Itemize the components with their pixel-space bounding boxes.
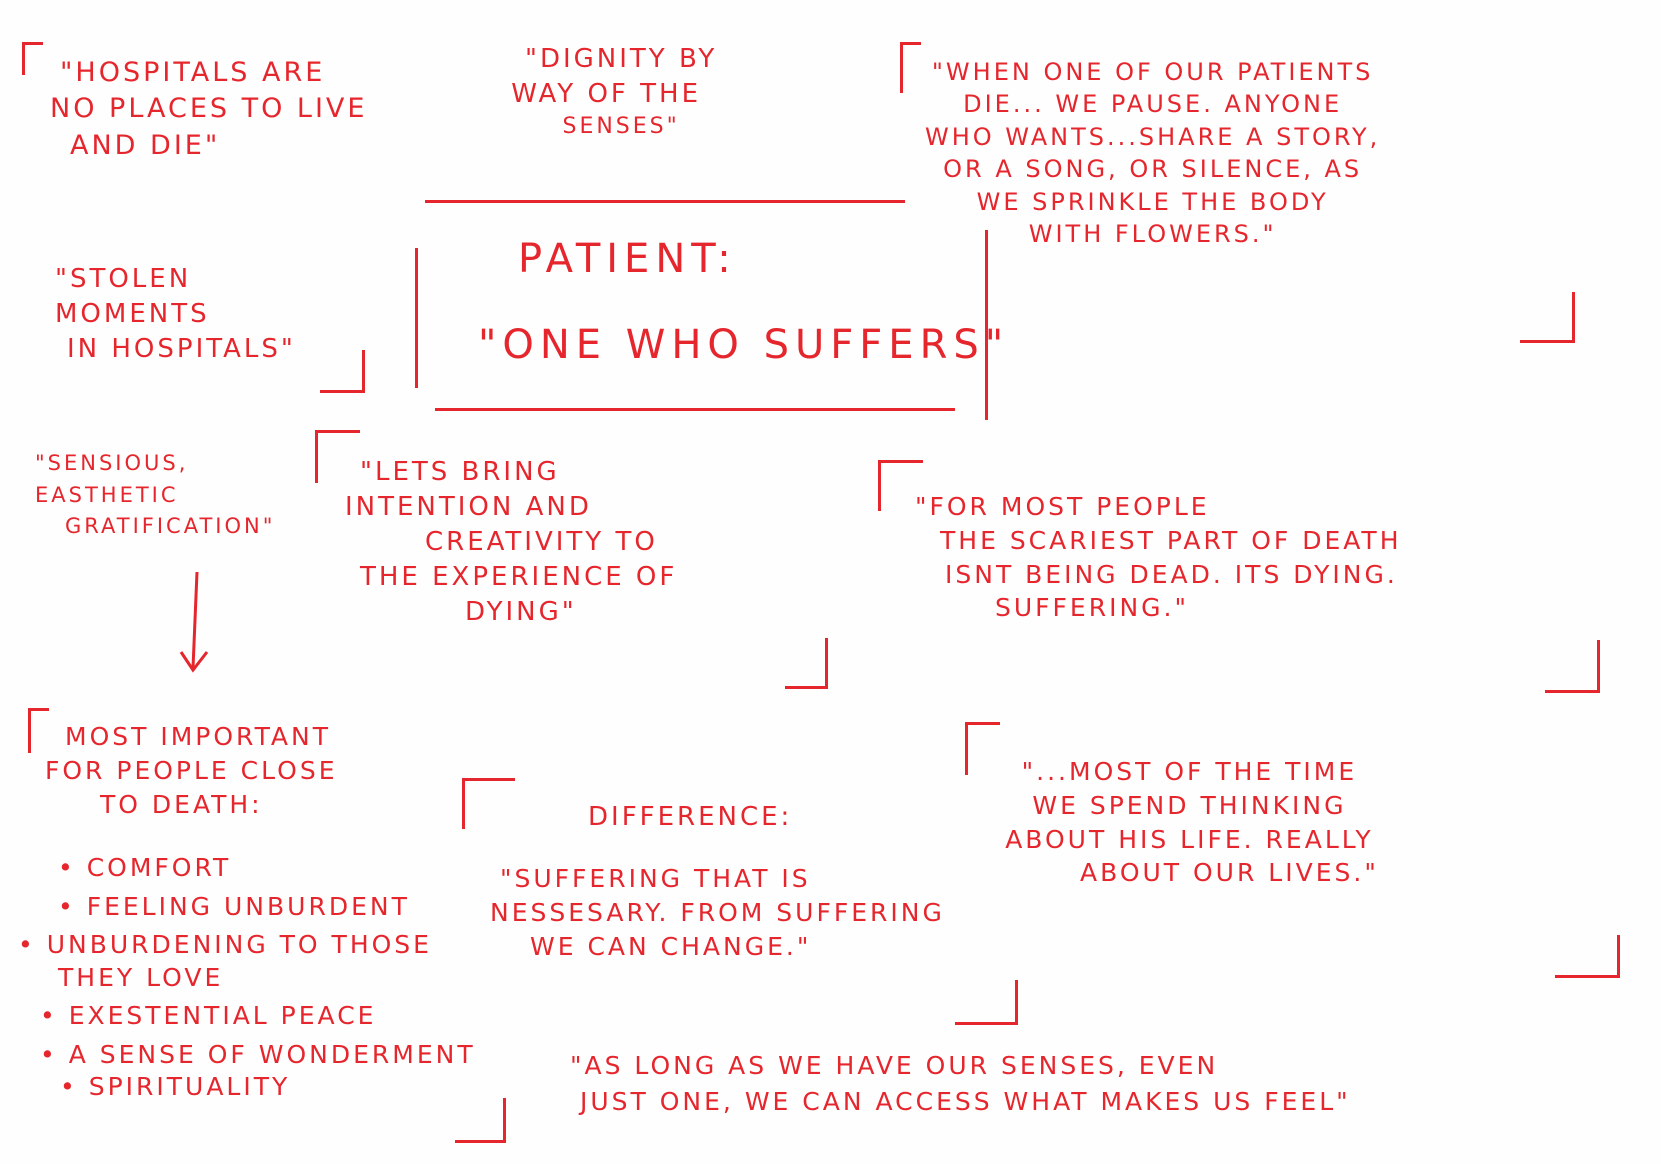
list-item-text: SPIRITUALITY — [88, 1072, 291, 1101]
corner-bracket — [785, 638, 828, 689]
list-item: • A SENSE OF WONDERMENT — [40, 1039, 476, 1069]
note-line: "STOLEN — [55, 264, 192, 294]
note-line: NO PLACES TO LIVE — [50, 93, 368, 125]
note-line: WE SPEND THINKING — [1032, 790, 1347, 820]
list-item: • SPIRITUALITY — [60, 1072, 291, 1101]
corner-bracket — [315, 430, 360, 483]
list-item-text: THEY LOVE — [58, 962, 224, 992]
note-sensious: "SENSIOUS, EASTHETIC GRATIFICATION" — [35, 448, 275, 543]
note-line: FOR PEOPLE CLOSE — [45, 755, 338, 785]
list-item: THEY LOVE — [18, 962, 476, 995]
note-line: ISNT BEING DEAD. ITS DYING. — [945, 559, 1398, 589]
note-line: NESSESARY. FROM SUFFERING — [490, 897, 945, 927]
note-line: WE SPRINKLE THE BODY — [976, 187, 1329, 216]
note-line: EASTHETIC — [35, 482, 179, 507]
needs-list: • COMFORT • FEELING UNBURDENT • UNBURDEN… — [18, 852, 476, 1104]
note-line: "...MOST OF THE TIME — [1021, 757, 1358, 786]
divider-line — [985, 230, 988, 420]
note-line: ABOUT HIS LIFE. REALLY — [1005, 824, 1374, 854]
note-line: THE EXPERIENCE OF — [360, 562, 678, 593]
corner-bracket — [22, 42, 43, 75]
note-line: WHO WANTS...SHARE A STORY, — [925, 122, 1381, 151]
arrow-down-icon — [179, 571, 209, 673]
list-item: • UNBURDENING TO THOSE — [18, 930, 432, 959]
list-item: • FEELING UNBURDENT — [58, 891, 410, 921]
note-line: DYING" — [465, 597, 577, 628]
note-line: OR A SONG, OR SILENCE, AS — [943, 155, 1363, 184]
note-lets-bring: "LETS BRING INTENTION AND CREATIVITY TO … — [345, 455, 677, 630]
note-for-most-people: "FOR MOST PEOPLE THE SCARIEST PART OF DE… — [915, 490, 1402, 625]
note-line: "FOR MOST PEOPLE — [915, 492, 1210, 521]
note-line: MOMENTS — [55, 299, 210, 330]
list-item-text: COMFORT — [86, 853, 232, 882]
note-line: WAY OF THE — [511, 79, 701, 110]
corner-bracket — [1555, 935, 1620, 978]
note-line: CREATIVITY TO — [425, 527, 658, 558]
note-line: ABOUT OUR LIVES." — [1080, 858, 1379, 888]
note-line: JUST ONE, WE CAN ACCESS WHAT MAKES US FE… — [580, 1087, 1351, 1117]
note-hospitals: "HOSPITALS ARE NO PLACES TO LIVE AND DIE… — [50, 55, 367, 164]
corner-bracket — [1545, 640, 1600, 693]
corner-bracket — [1520, 292, 1575, 343]
list-item-text: A SENSE OF WONDERMENT — [68, 1039, 476, 1069]
note-line: "LETS BRING — [360, 457, 560, 487]
note-line: "SENSIOUS, — [35, 451, 189, 475]
list-item-text: UNBURDENING TO THOSE — [46, 930, 432, 959]
note-line: IN HOSPITALS" — [67, 334, 296, 365]
note-senses-quote: "AS LONG AS WE HAVE OUR SENSES, EVEN JUS… — [570, 1048, 1351, 1121]
list-item: • EXESTENTIAL PEACE — [40, 1001, 377, 1030]
corner-bracket — [28, 708, 49, 753]
note-line: SENSES" — [562, 114, 680, 140]
corner-bracket — [455, 1098, 506, 1143]
note-stolen-moments: "STOLEN MOMENTS IN HOSPITALS" — [55, 262, 296, 367]
patient-title: PATIENT: — [518, 236, 737, 282]
note-line: "HOSPITALS ARE — [60, 57, 326, 88]
note-line: INTENTION AND — [345, 492, 592, 523]
note-line: SUFFERING." — [995, 593, 1189, 623]
note-most-important: MOST IMPORTANT FOR PEOPLE CLOSE TO DEATH… — [45, 720, 338, 821]
note-line: THE SCARIEST PART OF DEATH — [940, 525, 1402, 555]
divider-line — [415, 248, 418, 388]
divider-line — [425, 200, 905, 203]
divider-line — [435, 408, 955, 411]
note-most-of-the-time: "...MOST OF THE TIME WE SPEND THINKING A… — [1000, 755, 1379, 890]
note-line: AND DIE" — [70, 129, 221, 161]
note-line: WITH FLOWERS." — [1028, 219, 1277, 248]
list-item-text: EXESTENTIAL PEACE — [68, 1001, 377, 1030]
note-line: "AS LONG AS WE HAVE OUR SENSES, EVEN — [570, 1051, 1219, 1080]
note-line: DIE... WE PAUSE. ANYONE — [963, 90, 1343, 119]
list-item-text: FEELING UNBURDENT — [86, 891, 410, 921]
corner-bracket — [462, 778, 515, 829]
note-line: "WHEN ONE OF OUR PATIENTS — [931, 58, 1374, 86]
corner-bracket — [878, 460, 923, 511]
note-line: MOST IMPORTANT — [65, 722, 331, 751]
difference-title: DIFFERENCE: — [588, 802, 793, 832]
note-line: "DIGNITY BY — [525, 44, 718, 74]
note-line: TO DEATH: — [100, 789, 263, 819]
note-line: GRATIFICATION" — [65, 514, 276, 538]
corner-bracket — [320, 350, 365, 393]
note-difference: "SUFFERING THAT IS NESSESARY. FROM SUFFE… — [490, 862, 945, 963]
corner-bracket — [955, 980, 1018, 1025]
list-item: • COMFORT — [58, 853, 232, 882]
note-when-patients-die: "WHEN ONE OF OUR PATIENTS DIE... WE PAUS… — [925, 56, 1380, 250]
note-line: WE CAN CHANGE." — [530, 931, 812, 961]
note-dignity: "DIGNITY BY WAY OF THE SENSES" — [511, 42, 718, 142]
note-line: "SUFFERING THAT IS — [500, 864, 811, 893]
corner-bracket — [900, 42, 921, 93]
corner-bracket — [965, 722, 1000, 775]
patient-definition: "ONE WHO SUFFERS" — [478, 322, 1010, 368]
